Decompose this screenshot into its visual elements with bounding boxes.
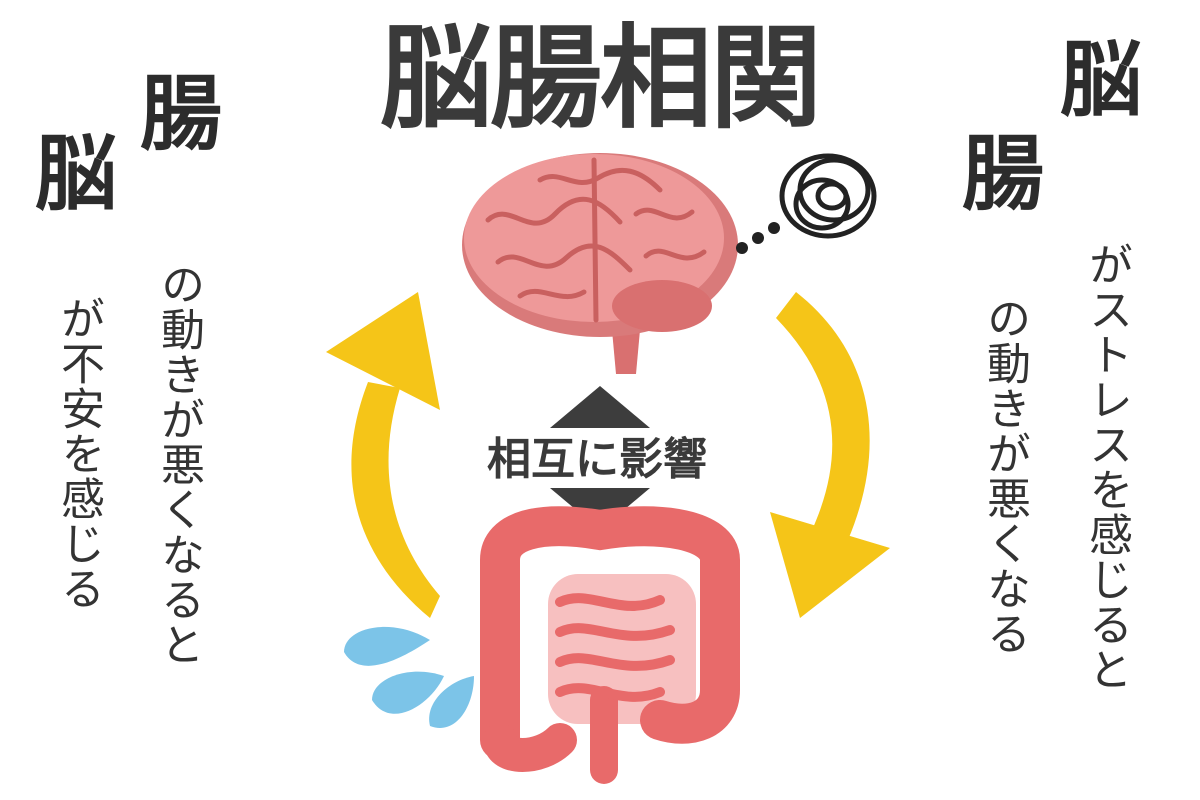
cycle-arrow-left — [326, 292, 440, 618]
water-drop-icon — [344, 626, 474, 728]
page-title: 脳腸相関 — [380, 14, 822, 144]
left-kanji-brain: 脳 — [35, 127, 118, 222]
intestine-icon — [480, 506, 740, 784]
right-text-gut: の動きが悪くなる — [979, 296, 1030, 656]
stress-scribble-icon — [736, 153, 877, 254]
left-kanji-gut: 腸 — [140, 67, 223, 162]
down-triangle-icon — [550, 488, 650, 530]
right-kanji-gut: 腸 — [962, 127, 1045, 222]
right-text-brain: がストレスを感じると — [1081, 242, 1132, 692]
interaction-label: 相互に影響 — [487, 434, 707, 485]
right-kanji-brain: 脳 — [1060, 33, 1143, 128]
interaction-arrows — [550, 386, 650, 530]
up-triangle-icon — [550, 386, 650, 428]
left-text-gut: の動きが悪くなると — [153, 262, 204, 667]
cycle-arrow-right — [770, 292, 890, 618]
left-text-brain: が不安を感じる — [53, 296, 104, 611]
brain-icon — [462, 153, 738, 374]
